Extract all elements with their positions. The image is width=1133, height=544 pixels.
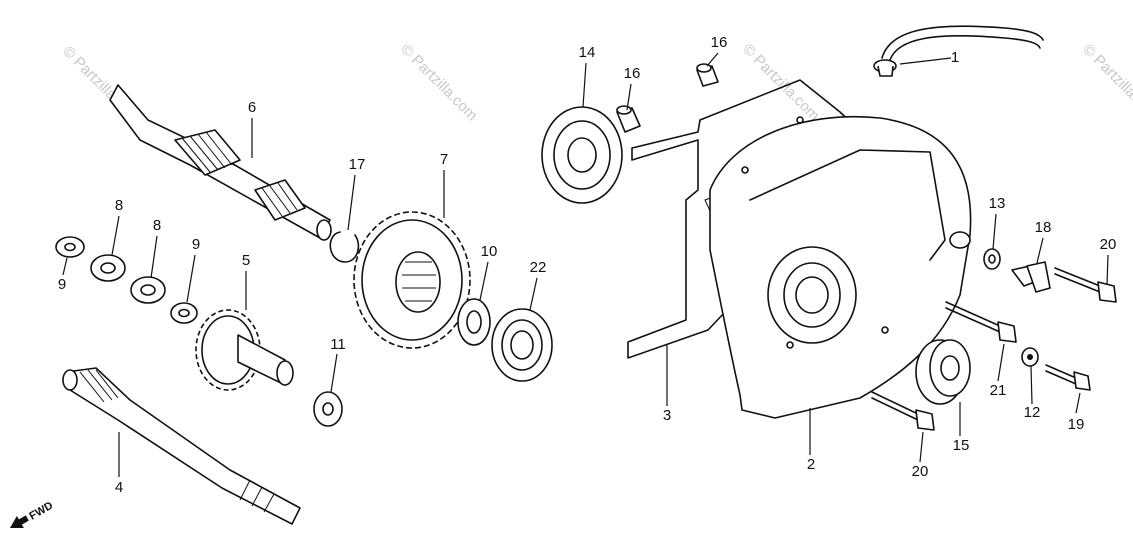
part-13-washer <box>983 248 1001 270</box>
part-20-bolt-a <box>1054 267 1117 303</box>
part-11-washer <box>313 391 343 427</box>
callout-2: 2 <box>807 456 815 473</box>
callout-8a: 8 <box>115 197 123 214</box>
callout-4: 4 <box>115 479 123 496</box>
watermark-right: © Partzilla.com <box>1079 41 1133 124</box>
part-10-washer <box>457 298 491 346</box>
callout-20a: 20 <box>1100 236 1117 253</box>
part-22-bearing <box>491 308 553 382</box>
callout-1: 1 <box>951 49 959 66</box>
part-14-bearing <box>541 106 623 204</box>
part-8-washer-a <box>90 254 126 282</box>
callout-10: 10 <box>481 243 498 260</box>
callout-16a: 16 <box>624 65 641 82</box>
part-16-dowel-a <box>616 105 641 133</box>
callout-8b: 8 <box>153 217 161 234</box>
callout-17: 17 <box>349 156 366 173</box>
callout-20b: 20 <box>912 463 929 480</box>
callout-11: 11 <box>330 336 346 353</box>
callout-6: 6 <box>248 99 256 116</box>
part-8-washer-b <box>130 276 166 304</box>
part-5-gear <box>195 309 294 391</box>
callout-3: 3 <box>663 407 671 424</box>
callout-19: 19 <box>1068 416 1085 433</box>
callout-13: 13 <box>989 195 1006 212</box>
callout-14: 14 <box>579 44 596 61</box>
callout-18: 18 <box>1035 219 1052 236</box>
fwd-arrow: FWD <box>10 500 55 529</box>
part-6-countershaft <box>109 84 332 241</box>
part-7-large-gear <box>353 211 471 349</box>
part-18-bolt <box>1011 261 1051 293</box>
callout-9b: 9 <box>192 236 200 253</box>
fwd-label: FWD <box>27 500 55 523</box>
callout-9a: 9 <box>58 276 66 293</box>
callout-21: 21 <box>990 382 1007 399</box>
callout-7: 7 <box>440 151 448 168</box>
part-9-washer-a <box>55 236 85 258</box>
part-4-mainshaft <box>62 367 301 525</box>
watermark-center-2: © Partzilla.com <box>739 41 822 124</box>
callout-5: 5 <box>242 252 250 269</box>
part-20-bolt-b <box>871 391 935 431</box>
part-17-circlip <box>329 231 360 263</box>
part-15-oil-seal <box>915 339 971 405</box>
part-21-bolt <box>945 301 1017 343</box>
part-9-washer-b <box>170 302 198 324</box>
callout-15: 15 <box>953 437 970 454</box>
callout-16b: 16 <box>711 34 728 51</box>
callout-22: 22 <box>530 259 547 276</box>
part-12-washer <box>1021 347 1039 367</box>
part-19-bolt <box>1045 364 1091 391</box>
part-2-rear-cover <box>709 115 972 419</box>
watermark-center-1: © Partzilla.com <box>397 41 480 124</box>
leader-lines <box>62 52 1109 477</box>
part-16-dowel-b <box>696 63 719 87</box>
part-1-breather-tube <box>873 25 1044 77</box>
callout-12: 12 <box>1024 404 1041 421</box>
